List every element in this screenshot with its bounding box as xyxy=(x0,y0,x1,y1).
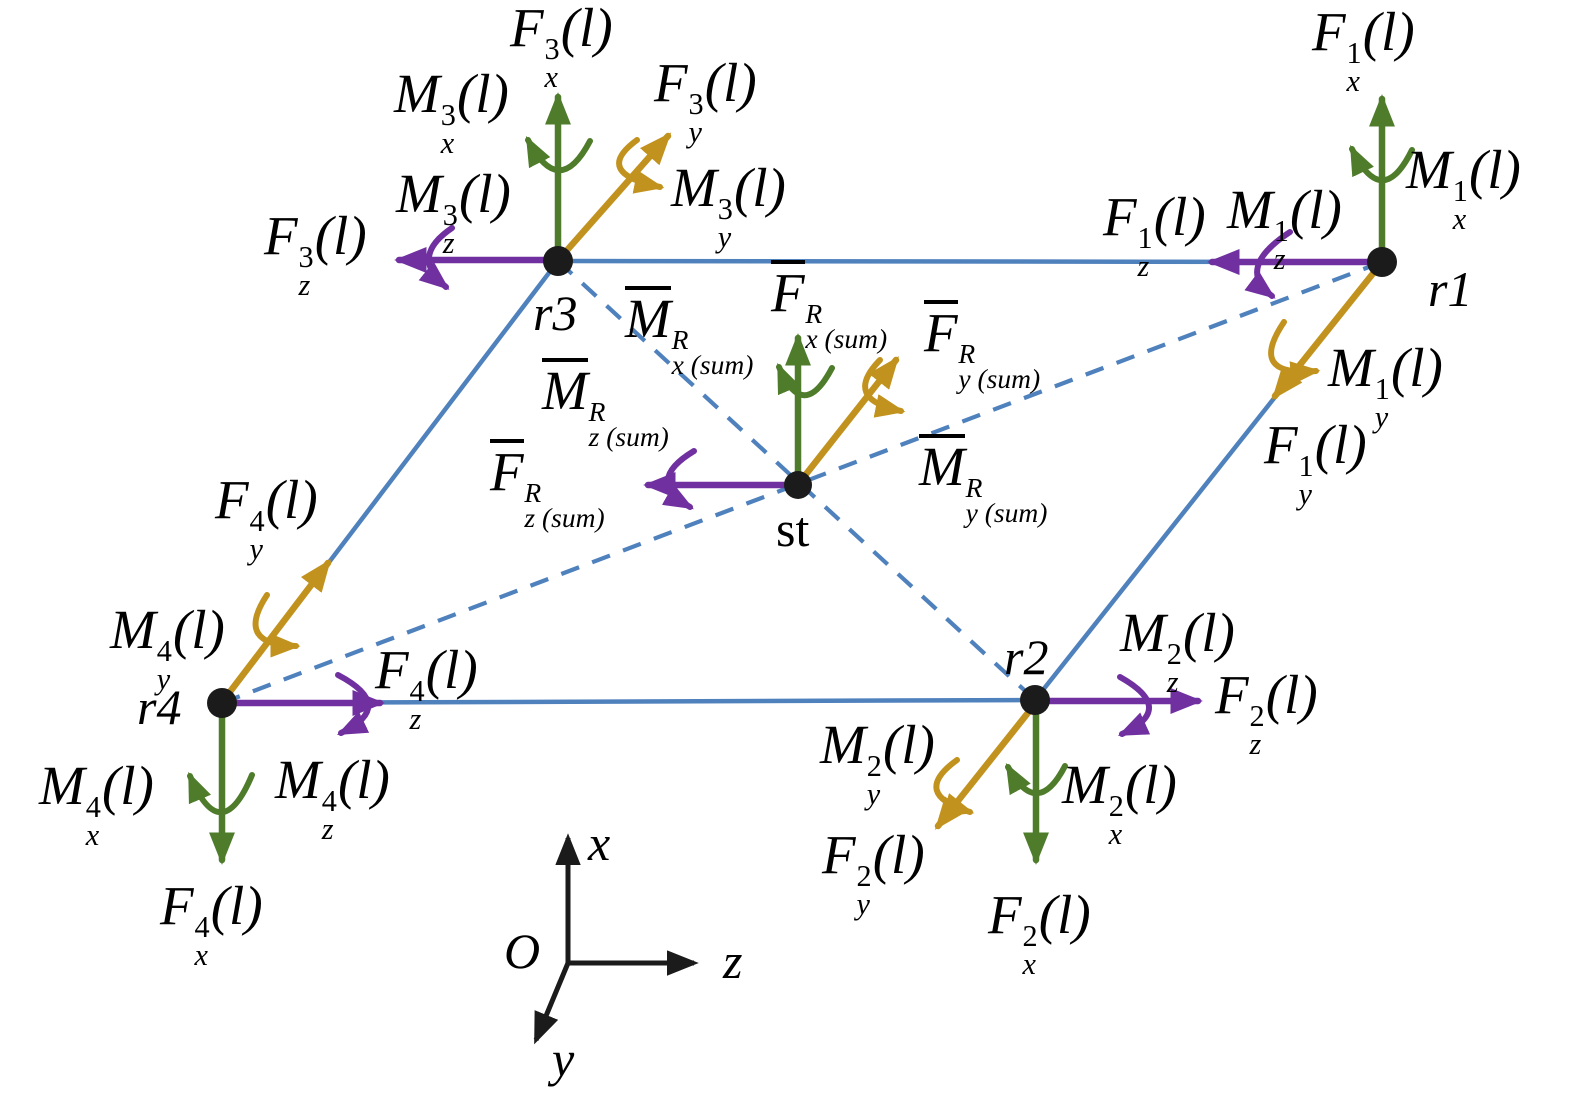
moment-mz3-arc xyxy=(418,225,455,290)
moment-mz2-arc xyxy=(1117,674,1152,737)
force-fy4-arrow xyxy=(222,559,332,701)
node-r2-label: r2 xyxy=(1004,629,1049,685)
moment-mzsum-arc xyxy=(661,448,697,510)
node-r1-label: r1 xyxy=(1428,261,1473,317)
moment-mxsum-arc xyxy=(776,362,835,399)
axis-y-label: y xyxy=(552,1031,575,1087)
axis-origin-label: O xyxy=(504,923,541,979)
node-st-label: st xyxy=(776,501,810,557)
node-r4-label: r4 xyxy=(137,679,182,735)
node-r3-dot xyxy=(543,246,573,276)
node-r2-dot xyxy=(1020,685,1050,715)
moment-my4-arc xyxy=(252,592,301,658)
node-r1-dot xyxy=(1367,247,1397,277)
moment-mx1-arc xyxy=(1349,144,1415,184)
axis-z-label: z xyxy=(723,933,743,989)
node-r4-dot xyxy=(207,688,237,718)
diagonal-r4-r1 xyxy=(221,260,1383,705)
force-fysum-arrow xyxy=(799,356,900,482)
axis-y-arrow xyxy=(533,962,571,1045)
moment-mx4-arc xyxy=(187,771,255,816)
node-st-dot xyxy=(784,471,812,499)
moment-mysum-arc xyxy=(862,357,906,418)
node-r3-label: r3 xyxy=(533,285,578,341)
moment-mx2-arc xyxy=(1005,763,1068,797)
moment-my1-arc xyxy=(1268,319,1321,386)
axis-x-label: x xyxy=(588,815,611,871)
moment-my2-arc xyxy=(933,757,975,817)
force-fy3-arrow xyxy=(557,132,672,261)
moment-mz4-arc xyxy=(335,672,372,736)
moment-my3-arc xyxy=(616,137,665,194)
moment-mz1-arc xyxy=(1244,229,1293,299)
moment-mx3-arc xyxy=(525,136,593,174)
diagonal-r3-r2 xyxy=(556,259,1037,702)
